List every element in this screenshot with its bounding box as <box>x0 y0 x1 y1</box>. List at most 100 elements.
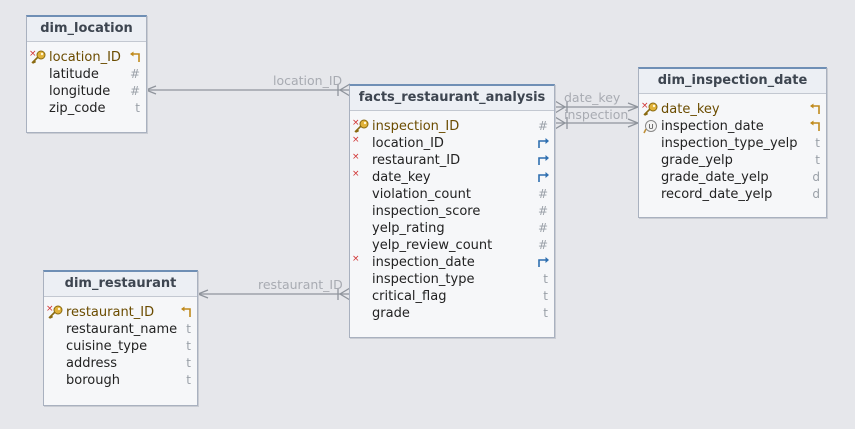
column-type: t <box>135 101 140 115</box>
column-name: violation_count <box>372 187 471 202</box>
unique-index-icon: U <box>643 119 658 134</box>
column-name: grade <box>372 306 410 321</box>
fk-arrow-icon <box>537 171 550 183</box>
required-marker: × <box>352 118 360 128</box>
column-row[interactable]: borough t <box>44 372 197 389</box>
column-name: date_key <box>661 102 720 117</box>
column-type: # <box>129 67 140 81</box>
entity-title: dim_location <box>27 17 146 42</box>
column-row[interactable]: × inspection_date <box>350 254 554 271</box>
column-name: inspection_date <box>372 255 475 270</box>
required-marker: × <box>352 169 360 179</box>
relation-arrow-restaurant <box>196 289 209 299</box>
entity-title: dim_restaurant <box>44 272 197 297</box>
entity-title: dim_inspection_date <box>639 69 826 94</box>
column-type: # <box>537 221 548 235</box>
column-name: inspection_type <box>372 272 475 287</box>
fk-arrow-icon <box>537 137 550 149</box>
column-name: cuisine_type <box>66 339 148 354</box>
column-row[interactable]: yelp_review_count # <box>350 237 554 254</box>
relation-label-date: date_key <box>564 90 621 105</box>
column-row[interactable]: × date_key <box>350 169 554 186</box>
primary-key-icon <box>30 50 46 64</box>
column-row[interactable]: critical_flag t <box>350 288 554 305</box>
column-name: yelp_rating <box>372 221 445 236</box>
column-type: d <box>812 170 820 184</box>
column-name: critical_flag <box>372 289 447 304</box>
column-name: address <box>66 356 118 371</box>
column-name: zip_code <box>49 101 106 116</box>
entity-title: facts_restaurant_analysis <box>350 86 554 111</box>
relation-crowfoot-location <box>338 83 351 97</box>
column-name: restaurant_ID <box>372 153 461 168</box>
relation-label-location: location_ID <box>273 73 342 88</box>
required-marker: × <box>352 254 360 264</box>
column-name: restaurant_name <box>66 322 178 337</box>
column-row[interactable]: grade_yelp t <box>639 152 826 169</box>
key-ref-icon <box>129 51 142 63</box>
column-type: t <box>815 153 820 167</box>
column-row[interactable]: inspection_type t <box>350 271 554 288</box>
primary-key-icon <box>642 102 658 116</box>
column-type: # <box>129 84 140 98</box>
required-marker: × <box>641 101 649 111</box>
relation-crowfoot-date <box>554 100 567 114</box>
column-row[interactable]: violation_count # <box>350 186 554 203</box>
column-row[interactable]: ×location_ID <box>350 135 554 152</box>
column-name: longitude <box>49 84 111 99</box>
required-marker: × <box>352 135 360 145</box>
primary-key-icon <box>353 119 369 133</box>
column-row[interactable]: yelp_rating # <box>350 220 554 237</box>
column-type: t <box>186 356 191 370</box>
key-ref-icon <box>809 120 822 132</box>
column-row[interactable]: ×restaurant_ID <box>44 304 197 321</box>
column-type: t <box>815 136 820 150</box>
column-row[interactable]: inspection_score # <box>350 203 554 220</box>
relation-crowfoot-inspection <box>554 116 567 130</box>
svg-text:U: U <box>648 123 653 131</box>
column-type: # <box>537 204 548 218</box>
fk-arrow-icon <box>537 154 550 166</box>
column-row[interactable]: latitude # <box>27 66 146 83</box>
column-name: inspection_ID <box>372 119 460 134</box>
column-row[interactable]: × location_ID <box>27 49 146 66</box>
column-type: # <box>537 187 548 201</box>
column-type: # <box>537 238 548 252</box>
column-name: location_ID <box>49 50 121 65</box>
key-ref-icon <box>180 306 193 318</box>
column-row[interactable]: ×inspection_ID# <box>350 118 554 135</box>
relation-label-restaurant: restaurant_ID <box>258 277 343 292</box>
entity-facts-restaurant-analysis[interactable]: facts_restaurant_analysis × inspection_ID… <box>349 84 555 338</box>
column-name: yelp_review_count <box>372 238 493 253</box>
column-row[interactable]: longitude # <box>27 83 146 100</box>
column-name: grade_yelp <box>661 153 733 168</box>
column-name: latitude <box>49 67 99 82</box>
required-marker: × <box>29 49 37 59</box>
column-row[interactable]: × date_key <box>639 101 826 118</box>
column-type: t <box>543 272 548 286</box>
column-name: date_key <box>372 170 431 185</box>
column-row[interactable]: zip_code t <box>27 100 146 117</box>
column-name: restaurant_ID <box>66 305 155 320</box>
column-type: t <box>186 373 191 387</box>
primary-key-icon <box>47 305 63 319</box>
required-marker: × <box>352 152 360 162</box>
relation-crowfoot-restaurant <box>338 287 351 301</box>
column-row[interactable]: address t <box>44 355 197 372</box>
column-type: t <box>543 289 548 303</box>
column-row[interactable]: × restaurant_ID <box>350 152 554 169</box>
column-name: inspection_score <box>372 204 481 219</box>
column-name: borough <box>66 373 120 388</box>
